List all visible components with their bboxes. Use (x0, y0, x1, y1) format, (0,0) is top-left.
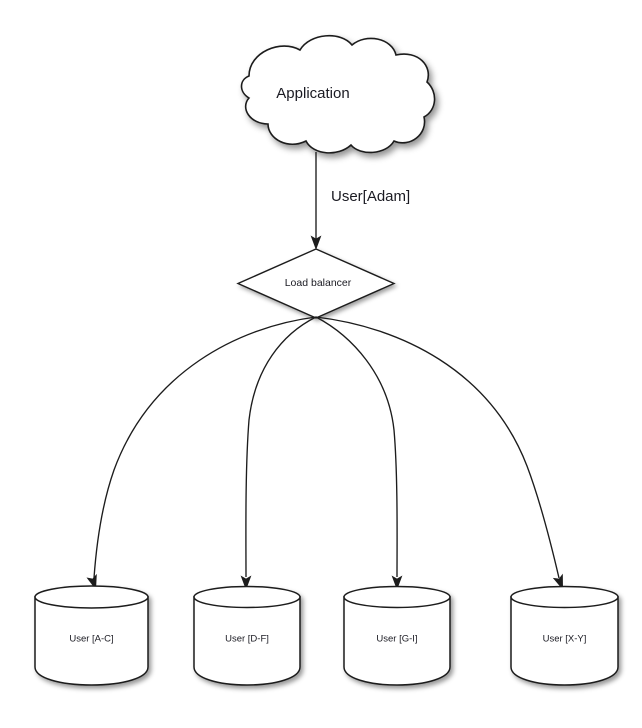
shard-edges (86, 316, 563, 590)
cylinder-body-1 (34, 596, 149, 686)
load-balancer-node[interactable]: Load balancer (236, 248, 396, 319)
request-edge: User[Adam] (310, 152, 410, 250)
diamond-shape (236, 248, 396, 319)
shard-edge-2 (240, 316, 317, 590)
shard-node-3[interactable]: User [G-I] (343, 585, 451, 686)
shard-label-4: User [X-Y] (543, 634, 587, 645)
shard-edge-4 (315, 316, 563, 590)
shard-edge-3 (315, 316, 403, 590)
cylinder-body-2 (193, 596, 301, 686)
shard-label-1: User [A-C] (69, 634, 113, 645)
cloud-shape (240, 34, 436, 154)
cylinder-body-3 (343, 596, 451, 686)
shard-label-2: User [D-F] (225, 634, 269, 645)
shard-label-3: User [G-I] (376, 634, 417, 645)
cylinder-top-2 (193, 585, 301, 609)
shard-edge-3-line (315, 316, 398, 578)
cylinder-top-4 (510, 585, 619, 609)
request-edge-arrowhead (310, 235, 322, 250)
shard-edge-3-arrowhead (391, 575, 403, 590)
load-balancer-label: Load balancer (285, 277, 352, 289)
application-node[interactable]: Application (240, 34, 436, 154)
shard-edge-4-line (315, 316, 560, 579)
shard-edge-1-line (93, 316, 317, 579)
shard-nodes: User [A-C] User [D-F] User [G-I] User (34, 585, 619, 686)
shard-node-2[interactable]: User [D-F] (193, 585, 301, 686)
shard-node-1[interactable]: User [A-C] (34, 585, 149, 686)
shard-edge-2-arrowhead (240, 575, 252, 590)
shard-edge-2-line (245, 316, 317, 578)
request-edge-label: User[Adam] (331, 188, 410, 205)
cylinder-body-4 (510, 596, 619, 686)
application-label: Application (276, 85, 349, 102)
cylinder-top-3 (343, 585, 451, 609)
cylinder-top-1 (34, 585, 149, 609)
shard-node-4[interactable]: User [X-Y] (510, 585, 619, 686)
shard-edge-1 (86, 316, 317, 590)
